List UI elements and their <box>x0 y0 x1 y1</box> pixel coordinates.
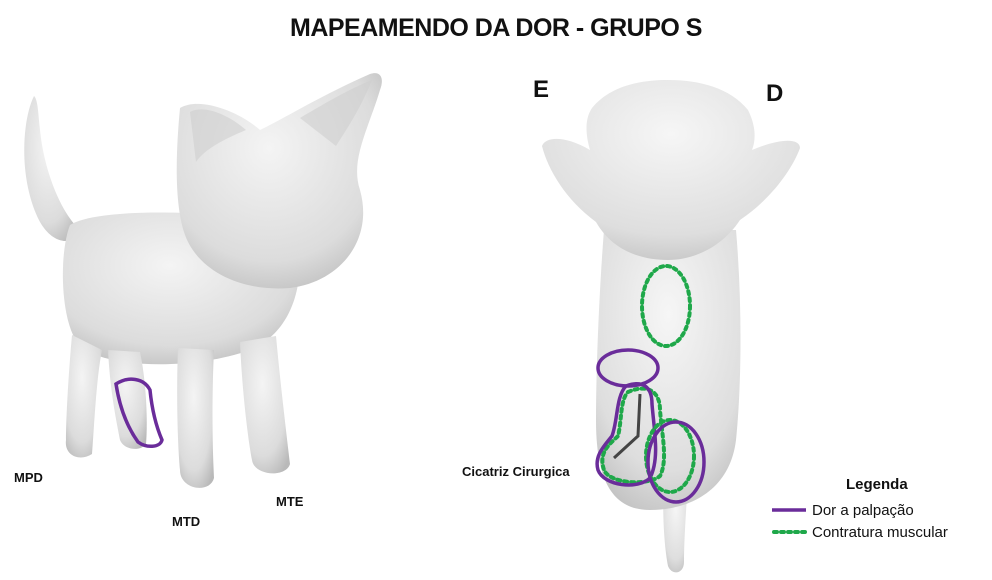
label-mpd: MPD <box>14 470 43 485</box>
body-back <box>596 230 741 510</box>
side-label-left: E <box>533 76 549 104</box>
leg-mpe <box>108 350 147 449</box>
cat-side-view <box>24 73 382 488</box>
legend-label-pain: Dor a palpação <box>812 502 914 519</box>
leg-mpd <box>66 335 102 458</box>
cat-back-view <box>542 80 800 572</box>
side-label-right: D <box>766 80 783 108</box>
head-back <box>542 80 800 260</box>
label-mte: MTE <box>276 494 303 509</box>
dotted-line-swatch <box>772 527 808 537</box>
legend-title: Legenda <box>846 476 992 493</box>
legend-label-contracture: Contratura muscular <box>812 524 948 541</box>
leg-mte <box>240 336 290 473</box>
solid-line-swatch <box>772 505 808 515</box>
tail <box>24 96 78 241</box>
leg-mtd <box>177 348 214 488</box>
legend: Legenda Dor a palpação Contratura muscul… <box>772 476 992 543</box>
legend-item-contracture: Contratura muscular <box>772 521 992 543</box>
page-title: MAPEAMENDO DA DOR - GRUPO S <box>0 14 992 43</box>
legend-item-pain: Dor a palpação <box>772 499 992 521</box>
scar-label: Cicatriz Cirurgica <box>462 464 570 479</box>
label-mtd: MTD <box>172 514 200 529</box>
